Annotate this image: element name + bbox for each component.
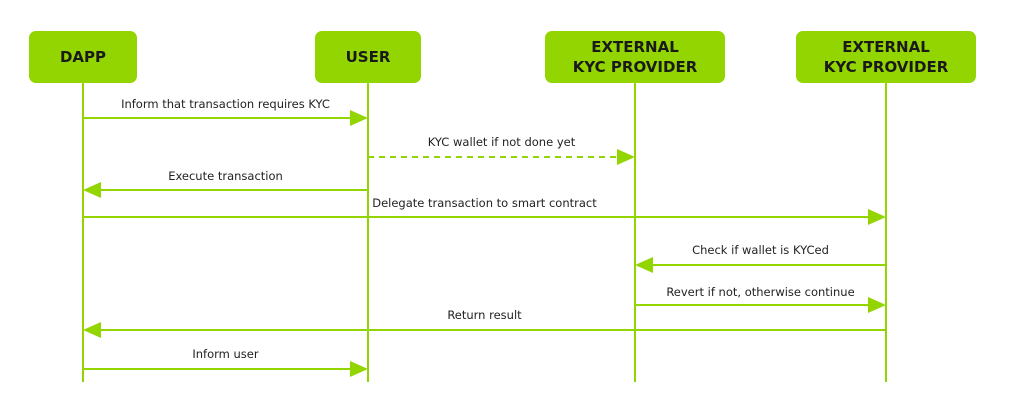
message-label: KYC wallet if not done yet <box>428 135 576 149</box>
actor-box <box>545 31 725 83</box>
arrowhead-icon <box>868 209 886 225</box>
message-arrow: Return result <box>83 308 886 338</box>
actor-kyc2: EXTERNAL KYC PROVIDER <box>796 31 976 83</box>
arrowhead-icon <box>83 182 101 198</box>
message-label: Check if wallet is KYCed <box>692 243 829 257</box>
actor-dapp: DAPP <box>29 31 137 83</box>
actor-label: KYC PROVIDER <box>824 58 949 76</box>
message-arrow: Check if wallet is KYCed <box>635 243 886 273</box>
message-label: Inform user <box>192 347 259 361</box>
message-label: Inform that transaction requires KYC <box>121 97 330 111</box>
actor-label: EXTERNAL <box>842 38 930 56</box>
arrowhead-icon <box>83 322 101 338</box>
actor-kyc1: EXTERNAL KYC PROVIDER <box>545 31 725 83</box>
lifelines <box>82 83 887 382</box>
message-label: Return result <box>447 308 522 322</box>
message-arrow: Inform user <box>83 347 368 377</box>
arrowhead-icon <box>635 257 653 273</box>
message-arrow: KYC wallet if not done yet <box>368 135 635 165</box>
arrowhead-icon <box>868 297 886 313</box>
actor-box <box>29 31 137 83</box>
message-arrow: Execute transaction <box>83 169 368 198</box>
actor-label: DAPP <box>60 48 106 66</box>
arrowhead-icon <box>617 149 635 165</box>
actor-label: EXTERNAL <box>591 38 679 56</box>
actor-box <box>796 31 976 83</box>
actor-box <box>315 31 421 83</box>
messages: Inform that transaction requires KYC KYC … <box>83 97 886 377</box>
actor-user: USER <box>315 31 421 83</box>
actor-label: KYC PROVIDER <box>573 58 698 76</box>
actor-label: USER <box>346 48 391 66</box>
actors: DAPP USER EXTERNAL KYC PROVIDER EXTERNAL KYC … <box>29 31 976 83</box>
message-label: Revert if not, otherwise continue <box>666 285 854 299</box>
message-label: Delegate transaction to smart contract <box>372 196 597 210</box>
arrowhead-icon <box>350 110 368 126</box>
message-arrow: Delegate transaction to smart contract <box>83 196 886 225</box>
message-arrow: Revert if not, otherwise continue <box>635 285 886 313</box>
message-arrow: Inform that transaction requires KYC <box>83 97 368 126</box>
arrowhead-icon <box>350 361 368 377</box>
message-label: Execute transaction <box>168 169 283 183</box>
